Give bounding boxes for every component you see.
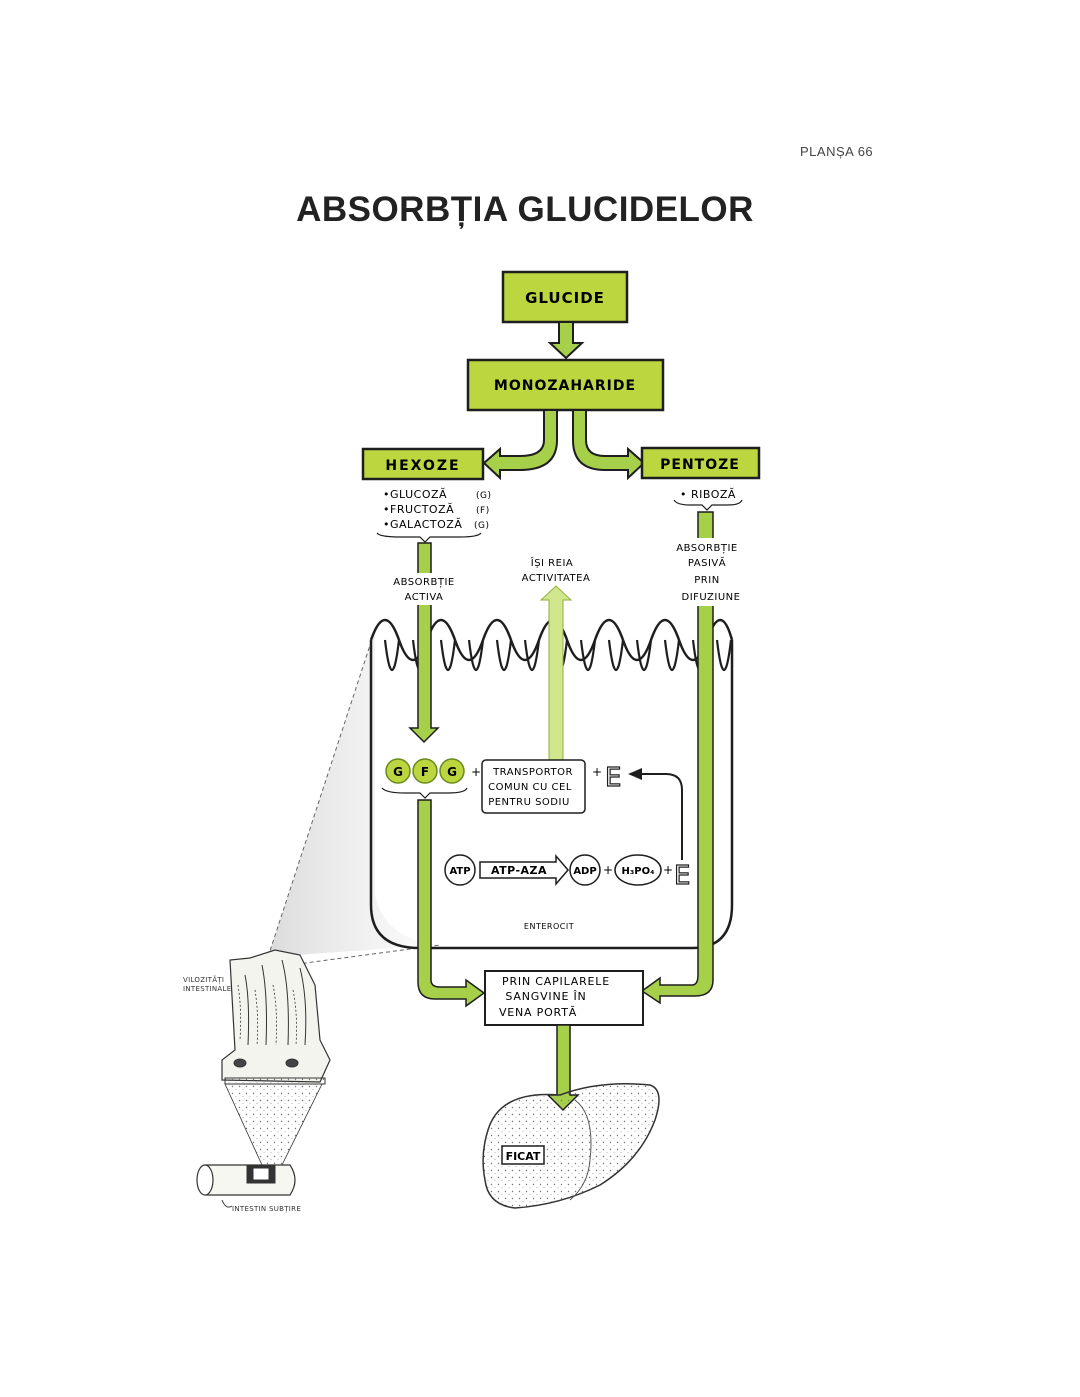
monozaharide-box: MONOZAHARIDE [466, 358, 665, 412]
svg-text:COMUN CU CEL: COMUN CU CEL [488, 782, 572, 793]
glucide-box: GLUCIDE [501, 270, 629, 324]
energy-symbol-1: E [605, 763, 621, 793]
glucide-label: GLUCIDE [525, 289, 605, 307]
gfg-g2: G [447, 765, 457, 779]
svg-text:INTESTINALE: INTESTINALE [183, 985, 231, 993]
transporter-box: TRANSPORTOR COMUN CU CEL PENTRU SODIU [481, 759, 586, 814]
atpase-label: ATP-AZA [491, 864, 547, 877]
adp-label: ADP [573, 866, 596, 877]
hexose-exit-arrow [417, 799, 486, 1008]
svg-text:ACTIVA: ACTIVA [405, 592, 444, 603]
atpase-arrow [479, 853, 569, 887]
hexose-symbol-g2: (G) [474, 521, 490, 531]
svg-text:ABSORBȚIE: ABSORBȚIE [676, 543, 737, 554]
svg-text:PENTRU SODIU: PENTRU SODIU [488, 797, 570, 808]
arrow-glucide-to-mono [547, 321, 585, 360]
hexose-galactose: •GALACTOZĂ [383, 518, 462, 531]
capillaries-box: PRIN CAPILARELE SANGVINE ÎN VENA PORTĂ [484, 970, 644, 1026]
zoom-cone [267, 629, 441, 969]
arrow-mono-to-pentoze [572, 409, 646, 481]
svg-text:PRIN CAPILARELE: PRIN CAPILARELE [502, 975, 610, 988]
atp-label: ATP [449, 866, 470, 877]
svg-text:SANGVINE ÎN: SANGVINE ÎN [505, 990, 586, 1003]
h3po4-label: H₃PO₄ [622, 866, 655, 877]
gfg-f: F [421, 765, 429, 779]
svg-text:VILOZITĂȚI: VILOZITĂȚI [183, 975, 224, 985]
page-title: ABSORBȚIA GLUCIDELOR [296, 190, 754, 229]
monozaharide-label: MONOZAHARIDE [494, 378, 636, 394]
intestine-label: INTESTIN SUBȚIRE [232, 1205, 301, 1214]
plus-sign-2: + [592, 765, 602, 779]
hexoze-box: HEXOZE [361, 447, 485, 481]
passive-absorption-label: ABSORBȚIE PASIVĂ PRIN DIFUZIUNE [668, 538, 748, 606]
reactivation-arrow [539, 585, 573, 761]
hexoze-list: •GLUCOZĂ •FRUCTOZĂ •GALACTOZĂ (G) (F) (G… [376, 488, 492, 543]
energy-symbol-2: E [674, 861, 690, 891]
pentoze-list: • RIBOZĂ [673, 488, 743, 511]
plus-sign-4: + [663, 863, 673, 877]
pentoze-box: PENTOZE [640, 446, 761, 480]
hexose-fructose: •FRUCTOZĂ [383, 503, 454, 516]
atp-reaction: ATP ATP-AZA ADP + H₃PO₄ + E [444, 853, 691, 892]
svg-text:VENA PORTĂ: VENA PORTĂ [499, 1006, 577, 1019]
hexose-glucose: •GLUCOZĂ [383, 488, 447, 501]
villi-label: VILOZITĂȚI INTESTINALE [183, 975, 231, 993]
villi-illustration [196, 949, 331, 1208]
svg-text:PASIVĂ: PASIVĂ [688, 556, 726, 569]
gfg-trisaccharide: G F G + [381, 758, 481, 799]
svg-text:ACTIVITATEA: ACTIVITATEA [522, 573, 591, 584]
arrow-mono-to-hexoze [482, 409, 558, 481]
svg-text:ABSORBȚIE: ABSORBȚIE [393, 577, 454, 588]
reactivation-label: ÎȘI REIA ACTIVITATEA [522, 556, 591, 584]
enterocyte-label: ENTEROCIT [524, 922, 574, 931]
svg-text:ÎȘI REIA: ÎȘI REIA [530, 556, 573, 569]
svg-text:TRANSPORTOR: TRANSPORTOR [492, 767, 573, 778]
gfg-g1: G [393, 765, 403, 779]
liver-label: FICAT [506, 1150, 541, 1163]
svg-text:DIFUZIUNE: DIFUZIUNE [682, 592, 741, 603]
pentoze-label: PENTOZE [660, 457, 740, 473]
svg-text:PRIN: PRIN [694, 575, 719, 586]
plate-number: PLANȘA 66 [800, 144, 874, 159]
active-absorption-label: ABSORBȚIE ACTIVA [380, 573, 466, 605]
pentoze-brace [673, 499, 743, 511]
liver-illustration: FICAT [482, 1083, 660, 1209]
plus-sign-3: + [603, 863, 613, 877]
energy-return-arrow [628, 768, 683, 860]
plus-sign-1: + [471, 765, 481, 779]
hexose-symbol-f: (F) [476, 506, 490, 516]
hexoze-label: HEXOZE [385, 458, 460, 474]
pentose-ribose: • RIBOZĂ [680, 488, 736, 501]
hexose-symbol-g: (G) [476, 491, 492, 501]
hexoze-brace [376, 532, 482, 543]
